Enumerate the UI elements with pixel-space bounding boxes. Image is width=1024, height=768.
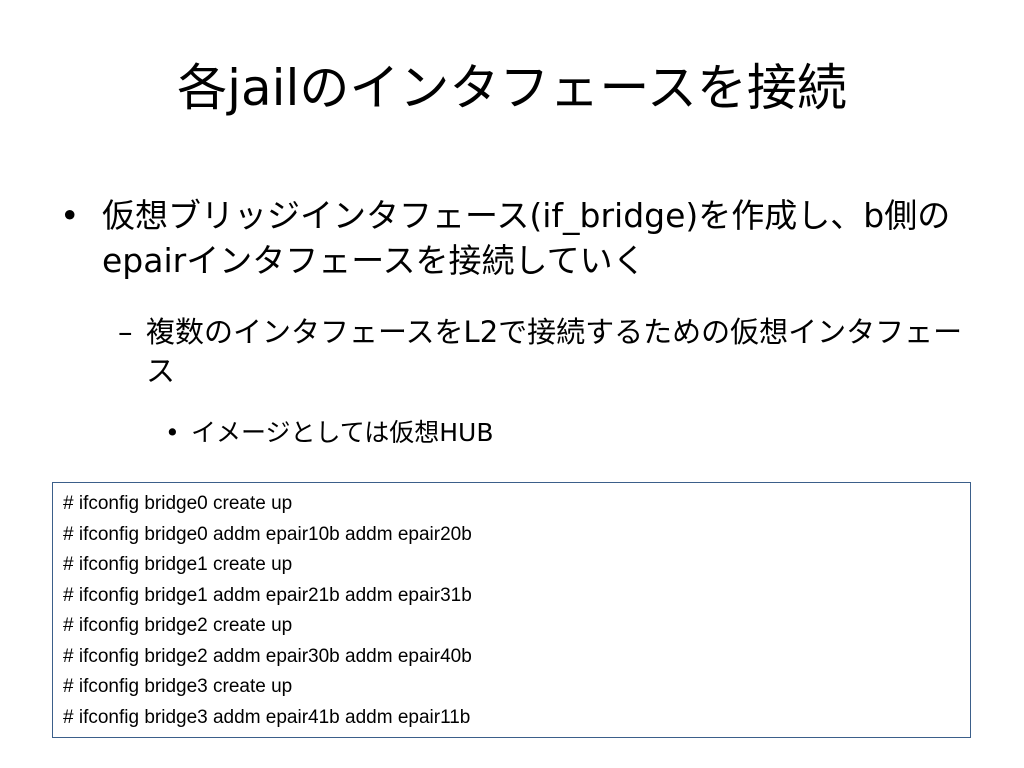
- code-line: # ifconfig bridge3 create up: [63, 676, 293, 697]
- code-line: # ifconfig bridge0 addm epair10b addm ep…: [63, 523, 472, 545]
- code-line: # ifconfig bridge2 create up: [63, 615, 293, 636]
- code-line: # ifconfig bridge1 create up: [63, 554, 293, 575]
- bullet-text: 仮想ブリッジインタフェース(if_bridge)を作成し、b側のepairインタ…: [102, 196, 951, 280]
- bullet-level1: • 仮想ブリッジインタフェース(if_bridge)を作成し、b側のepairイ…: [60, 193, 960, 283]
- bullet-level3: • イメージとしては仮想HUB: [165, 416, 865, 450]
- bullet-level2: – 複数のインタフェースをL2で接続するための仮想インタフェース: [118, 313, 968, 391]
- bullet-marker: •: [60, 196, 80, 235]
- sub-bullet-text: 複数のインタフェースをL2で接続するための仮想インタフェース: [146, 315, 963, 388]
- dash-marker: –: [118, 315, 133, 349]
- code-line: # ifconfig bridge3 addm epair41b addm ep…: [63, 706, 471, 728]
- slide-title: 各jailのインタフェースを接続: [177, 59, 847, 117]
- code-line: # ifconfig bridge0 create up: [63, 493, 293, 514]
- code-box: # ifconfig bridge0 create up # ifconfig …: [52, 482, 971, 738]
- code-line: # ifconfig bridge1 addm epair21b addm ep…: [63, 584, 472, 606]
- bullet-marker: •: [165, 418, 180, 447]
- sub-sub-bullet-text: イメージとしては仮想HUB: [191, 418, 494, 447]
- code-line: # ifconfig bridge2 addm epair30b addm ep…: [63, 645, 472, 667]
